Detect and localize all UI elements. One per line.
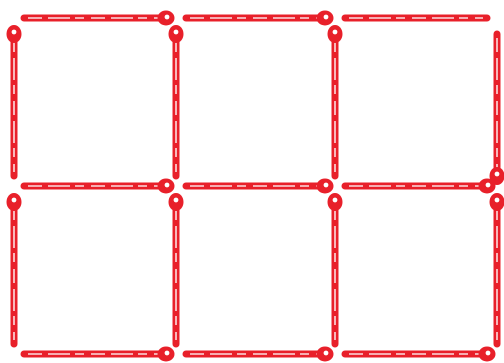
matchstick-head-highlight — [12, 30, 17, 35]
matchstick-head-highlight — [495, 172, 500, 177]
matchstick-head-highlight — [174, 30, 179, 35]
matchstick-head-highlight — [495, 198, 500, 203]
matchstick-top-row-left — [24, 11, 175, 26]
matchstick-head-highlight — [486, 351, 491, 356]
matchstick-head-highlight — [165, 183, 170, 188]
matchstick-upper-vertical-2 — [169, 25, 184, 176]
matchstick-head-highlight — [324, 183, 329, 188]
matchstick-bottom-row-middle — [186, 347, 334, 362]
matchstick-lower-vertical-3 — [328, 193, 343, 344]
matchstick-head-highlight — [174, 198, 179, 203]
matchstick-head-highlight — [12, 198, 17, 203]
matchstick-upper-vertical-4 — [490, 34, 504, 185]
matchstick-middle-row-left — [24, 179, 175, 194]
matchstick-head-highlight — [165, 351, 170, 356]
matchstick-lower-vertical-4 — [490, 193, 504, 344]
matchstick-head-highlight — [333, 198, 338, 203]
matchstick-middle-row-right — [345, 179, 496, 194]
matchstick-top-row-middle — [186, 11, 334, 26]
matchstick-bottom-row-right — [345, 347, 496, 362]
matchstick-upper-vertical-1 — [7, 25, 22, 176]
matchstick-head-highlight — [486, 183, 491, 188]
matchstick-lower-vertical-2 — [169, 193, 184, 344]
matchstick-head-highlight — [333, 30, 338, 35]
matchstick-lower-vertical-1 — [7, 193, 22, 344]
matchstick-head-highlight — [165, 15, 170, 20]
matchstick-upper-vertical-3 — [328, 25, 343, 176]
matchstick-bottom-row-left — [24, 347, 175, 362]
matchstick-middle-row-middle — [186, 179, 334, 194]
matchstick-head-highlight — [324, 351, 329, 356]
matchstick-head-highlight — [324, 15, 329, 20]
